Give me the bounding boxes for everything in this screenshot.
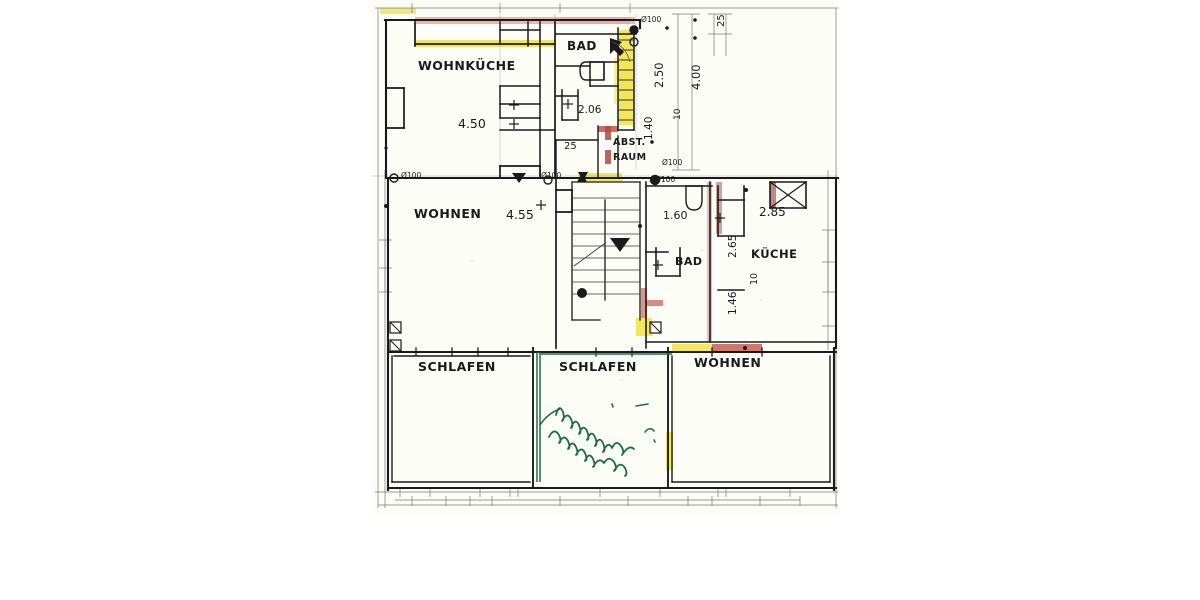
- room-label-abst-line2: RAUM: [613, 152, 647, 163]
- pipe-label-5: Ø100: [655, 175, 675, 184]
- room-label-wohnen-mid: WOHNEN: [414, 206, 481, 221]
- dim-label-10b: 10: [749, 273, 760, 285]
- dim-label-455: 4.55: [506, 207, 534, 222]
- highlight-yellow-mid: [636, 318, 652, 336]
- pipe-icon-1: [389, 173, 399, 183]
- pipe-label-1: Ø100: [401, 171, 421, 180]
- highlight-red-abst-low: [605, 150, 611, 164]
- highlight-yellow-bad-top: [614, 58, 632, 104]
- dim-label-400: 4.00: [689, 64, 703, 90]
- green-handwritten-note: [536, 352, 672, 482]
- pipe-icon-3: [649, 174, 661, 186]
- dim-label-160: 1.60: [663, 209, 688, 222]
- pipe-icon-5: [629, 37, 639, 47]
- dim-label-450: 4.50: [458, 116, 486, 131]
- dimension-labels: 4.50 2.06 25 25 2.50 4.00 1.40 10 4.55 1…: [458, 14, 786, 315]
- door-swing-arc: [611, 41, 631, 63]
- dim-label-250: 2.50: [652, 62, 666, 88]
- highlight-red-bad-wall: [645, 300, 663, 306]
- pipe-label-3: Ø100: [662, 158, 682, 167]
- highlight-yellow-wohnen-b: [672, 344, 712, 351]
- wall-center-dots: [384, 18, 748, 350]
- fixtures-layer: [384, 18, 748, 350]
- room-label-schlafen-right: SCHLAFEN: [559, 359, 637, 374]
- stair-direction-arrow-down: [610, 238, 630, 252]
- dim-label-140: 1.40: [643, 117, 655, 140]
- highlight-yellow-wohnen-side: [666, 432, 673, 470]
- room-label-schlafen-left: SCHLAFEN: [418, 359, 496, 374]
- dimension-lines: [372, 3, 838, 508]
- stair-direction-arrow-entry: [512, 173, 526, 183]
- toilet-icon-middle: [685, 185, 703, 211]
- toilet-icon-top: [579, 61, 605, 81]
- highlight-red-kueche-wall2: [770, 182, 776, 208]
- highlight-red-vertical-mid: [641, 288, 647, 318]
- dim-label-206: 2.06: [578, 104, 602, 116]
- room-label-bad-mid: BAD: [675, 255, 703, 268]
- fixture-center-marks: [509, 99, 725, 270]
- highlight-red-kueche-wall: [716, 182, 722, 234]
- pipe-label-4: Ø100: [641, 15, 661, 24]
- newel-post-icon: [577, 288, 587, 298]
- stair-direction-arrow-up: [577, 173, 587, 182]
- highlight-yellow-top: [380, 8, 416, 14]
- pipe-label-2: Ø100: [541, 171, 561, 180]
- room-labels: WOHNKÜCHE BAD ABST. RAUM WOHNEN BAD KÜCH…: [414, 39, 797, 374]
- dim-label-285: 2.85: [759, 205, 786, 219]
- room-label-bad-top: BAD: [567, 39, 597, 53]
- paper-texture-marks: [469, 249, 763, 381]
- pipe-icon-2: [543, 175, 553, 185]
- pipe-icon-4: [629, 25, 639, 35]
- room-label-abst-line1: ABST.: [613, 137, 646, 148]
- highlight-red-wohnen-b: [712, 344, 762, 351]
- dim-label-10a: 10: [673, 108, 683, 120]
- dim-label-265: 2.65: [727, 235, 739, 258]
- room-label-wohnen-bottom: WOHNEN: [694, 355, 761, 370]
- room-label-kueche: KÜCHE: [751, 246, 797, 261]
- room-label-wohnkueche: WOHNKÜCHE: [418, 58, 516, 73]
- dim-label-146: 1.46: [727, 291, 739, 315]
- pipe-labels: Ø100 Ø100 Ø100 Ø100 Ø100: [401, 15, 682, 184]
- dim-label-25b: 25: [716, 14, 727, 27]
- highlight-red-abst-stem: [605, 126, 611, 140]
- dim-label-25a: 25: [564, 141, 577, 152]
- walls: [383, 18, 840, 492]
